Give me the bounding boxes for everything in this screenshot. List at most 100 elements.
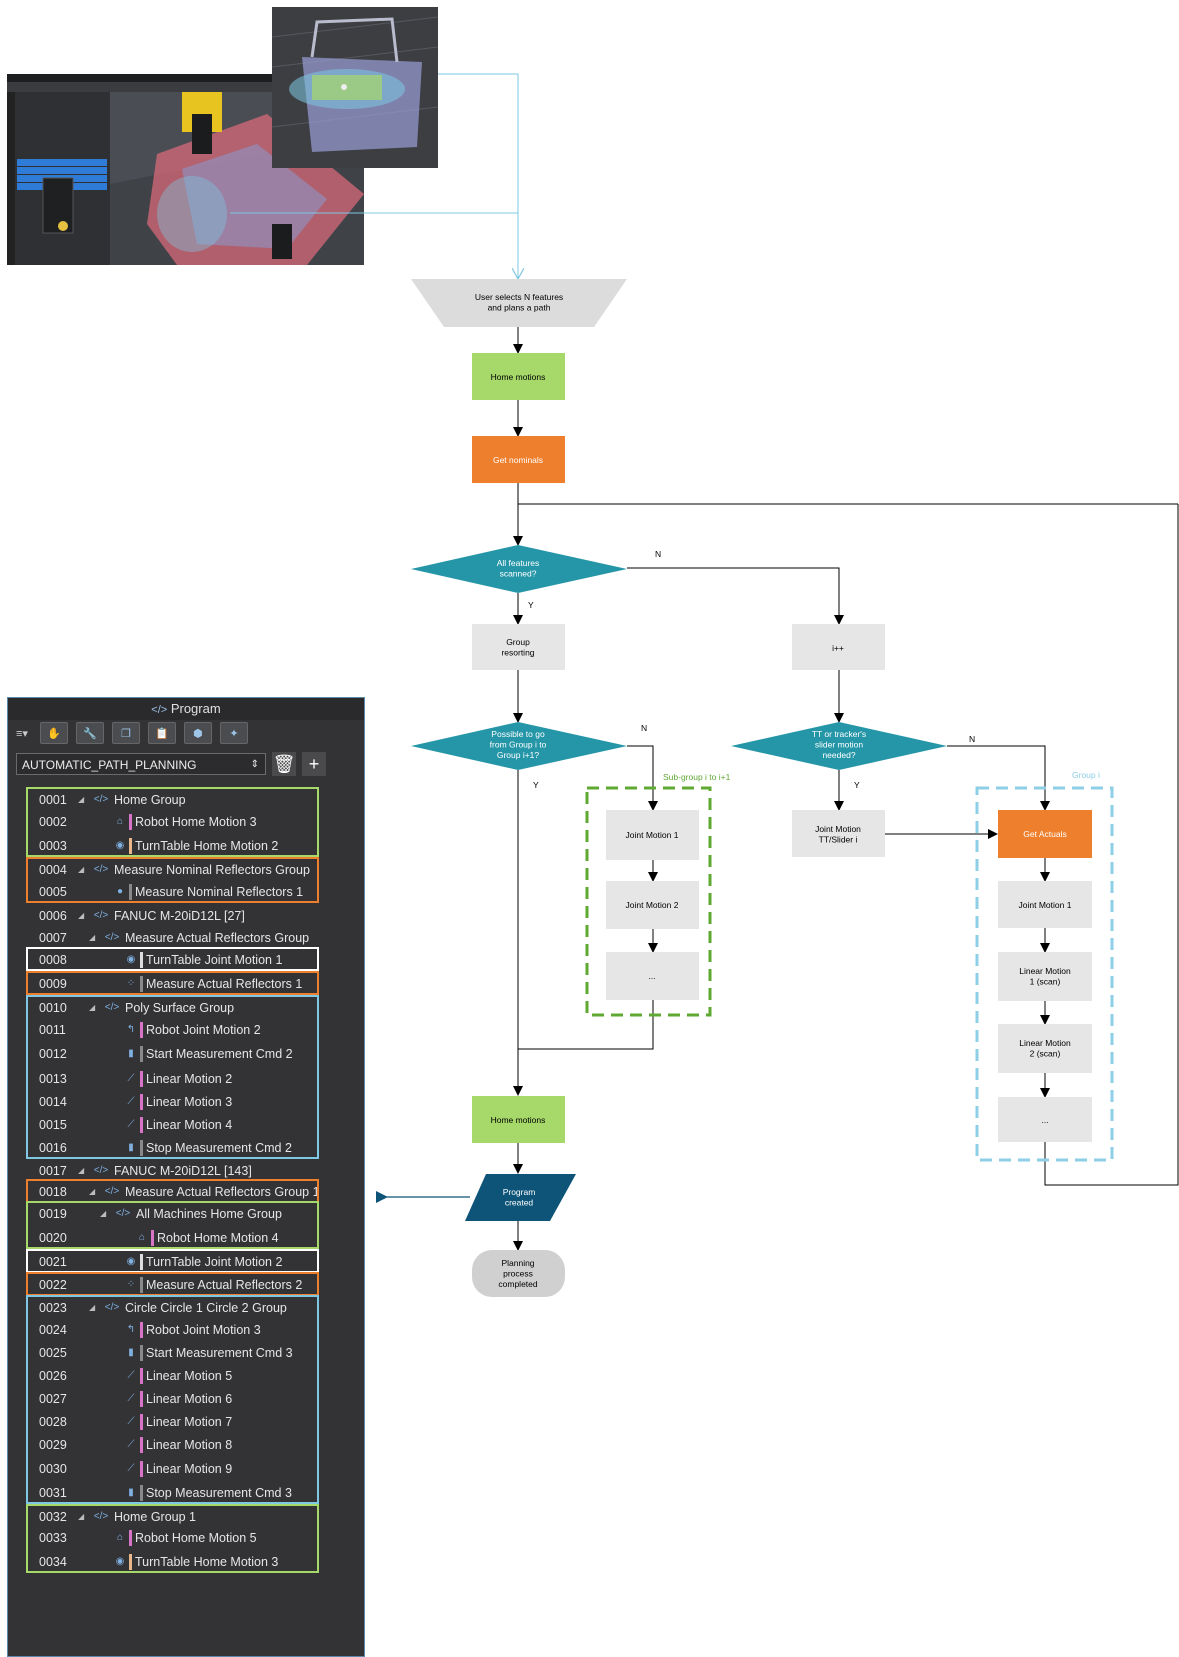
program-row[interactable]: 0013⟋Linear Motion 2 [8,1068,364,1090]
program-row[interactable]: 0002⌂Robot Home Motion 3 [8,811,364,833]
program-row[interactable]: 0025▮Start Measurement Cmd 3 [8,1342,364,1364]
program-row[interactable]: 0011↰Robot Joint Motion 2 [8,1019,364,1041]
expand-triangle-icon[interactable]: ◢ [78,865,85,874]
zoom-screenshot-render [272,7,438,168]
row-number: 0031 [39,1486,67,1500]
program-row[interactable]: 0010◢</>Poly Surface Group [8,997,364,1019]
robot-joint-icon: ↰ [126,1024,136,1035]
program-row[interactable]: 0009⁘Measure Actual Reflectors 1 [8,973,364,995]
label-y-possible: Y [533,780,539,790]
program-row[interactable]: 0012▮Start Measurement Cmd 2 [8,1043,364,1065]
group-highlight-box [26,1249,319,1273]
program-row[interactable]: 0028⟋Linear Motion 7 [8,1411,364,1433]
row-label: Measure Actual Reflectors 1 [146,977,303,991]
program-row[interactable]: 0004◢</>Measure Nominal Reflectors Group [8,859,364,881]
program-row[interactable]: 0019◢</>All Machines Home Group [8,1203,364,1225]
expand-triangle-icon[interactable]: ◢ [78,795,85,804]
zoom-screenshot [272,7,438,168]
row-label: Poly Surface Group [125,1001,235,1015]
row-label: Linear Motion 3 [146,1095,233,1109]
linear-icon: ⟋ [127,1370,135,1381]
expand-triangle-icon[interactable]: ◢ [89,1303,96,1312]
sub-more-node [606,952,699,1000]
turntable-icon: ◉ [126,954,136,965]
sub-group-title: Sub-group i to i+1 [663,772,731,782]
program-row[interactable]: 0029⟋Linear Motion 8 [8,1434,364,1456]
program-row[interactable]: 0024↰Robot Joint Motion 3 [8,1319,364,1341]
row-number: 0033 [39,1531,67,1545]
code-icon: </> [151,704,168,716]
hand-icon[interactable]: ✋ [39,722,68,744]
motion-color-bar [140,1461,143,1477]
program-row[interactable]: 0016▮Stop Measurement Cmd 2 [8,1137,364,1159]
row-number: 0034 [39,1555,67,1569]
add-button[interactable]: + [302,752,326,776]
program-row[interactable]: 0032◢</>Home Group 1 [8,1506,364,1528]
program-row[interactable]: 0023◢</>Circle Circle 1 Circle 2 Group [8,1297,364,1319]
sub-joint-1-text: Joint Motion 1 [626,830,679,840]
expand-triangle-icon[interactable]: ◢ [78,911,85,920]
motion-color-bar [140,1414,143,1430]
motion-color-bar [140,1071,143,1087]
program-select[interactable]: AUTOMATIC_PATH_PLANNING ⇕ [16,753,266,775]
expand-triangle-icon[interactable]: ◢ [89,1187,96,1196]
clipboard-icon[interactable]: 📋 [147,722,176,744]
program-row[interactable]: 0006◢</>FANUC M-20iD12L [27] [8,905,364,927]
program-row[interactable]: 0020⌂Robot Home Motion 4 [8,1227,364,1249]
program-row[interactable]: 0030⟋Linear Motion 9 [8,1458,364,1480]
menu-icon[interactable]: ≡▾ [16,727,28,740]
row-label: Measure Actual Reflectors Group [125,931,310,945]
row-number: 0012 [39,1047,67,1061]
row-number: 0019 [39,1207,67,1221]
program-row[interactable]: 0017◢</>FANUC M-20iD12L [143] [8,1160,364,1182]
expand-triangle-icon[interactable]: ◢ [89,933,96,942]
program-row[interactable]: 0001◢</>Home Group [8,789,364,811]
program-row[interactable]: 0022⁘Measure Actual Reflectors 2 [8,1274,364,1296]
group-i-title: Group i [1072,770,1100,780]
program-row[interactable]: 0027⟋Linear Motion 6 [8,1388,364,1410]
group-highlight-box [26,1295,319,1504]
expand-triangle-icon[interactable]: ◢ [78,1166,85,1175]
expand-triangle-icon[interactable]: ◢ [100,1209,107,1218]
row-label: Robot Home Motion 3 [135,815,257,829]
measure-icon: ● [116,886,124,897]
robot-icon[interactable]: ✦ [219,722,248,744]
group-highlight-box [26,971,319,995]
program-row[interactable]: 0015⟋Linear Motion 4 [8,1114,364,1136]
delete-button[interactable]: 🗑 [272,752,296,776]
program-row[interactable]: 0014⟋Linear Motion 3 [8,1091,364,1113]
program-row[interactable]: 0018◢</>Measure Actual Reflectors Group … [8,1181,364,1203]
group-highlight-box [26,947,319,971]
linear-icon: ⟋ [127,1416,135,1427]
copy-icon[interactable]: ❐ [111,722,140,744]
expand-triangle-icon[interactable]: ◢ [78,1512,85,1521]
program-row[interactable]: 0033⌂Robot Home Motion 5 [8,1527,364,1549]
home-motions-node-1 [472,353,565,400]
sub-group-container [585,786,712,1017]
reflectors-icon: ⁘ [126,978,136,989]
cube-icon[interactable]: ⬢ [183,722,212,744]
gi-more-node [998,1097,1092,1142]
program-row[interactable]: 0005●Measure Nominal Reflectors 1 [8,881,364,903]
code-icon: </> [93,1165,109,1176]
program-title-label: Program [170,701,221,716]
program-row[interactable]: 0007◢</>Measure Actual Reflectors Group [8,927,364,949]
program-row[interactable]: 0034◉TurnTable Home Motion 3 [8,1551,364,1573]
cmd-icon: ▮ [128,1487,134,1498]
program-row[interactable]: 0008◉TurnTable Joint Motion 1 [8,949,364,971]
program-row[interactable]: 0003◉TurnTable Home Motion 2 [8,835,364,857]
wrench-icon[interactable]: 🔧 [75,722,104,744]
row-label: Circle Circle 1 Circle 2 Group [125,1301,287,1315]
motion-color-bar [140,1277,143,1293]
program-row[interactable]: 0021◉TurnTable Joint Motion 2 [8,1251,364,1273]
program-row[interactable]: 0031▮Stop Measurement Cmd 3 [8,1482,364,1504]
row-label: Measure Nominal Reflectors Group [114,863,310,877]
row-number: 0024 [39,1323,67,1337]
row-label: Robot Joint Motion 2 [146,1023,261,1037]
program-row[interactable]: 0026⟋Linear Motion 5 [8,1365,364,1387]
expand-triangle-icon[interactable]: ◢ [89,1003,96,1012]
robot-home-icon: ⌂ [116,816,124,827]
program-created-node [465,1174,576,1221]
